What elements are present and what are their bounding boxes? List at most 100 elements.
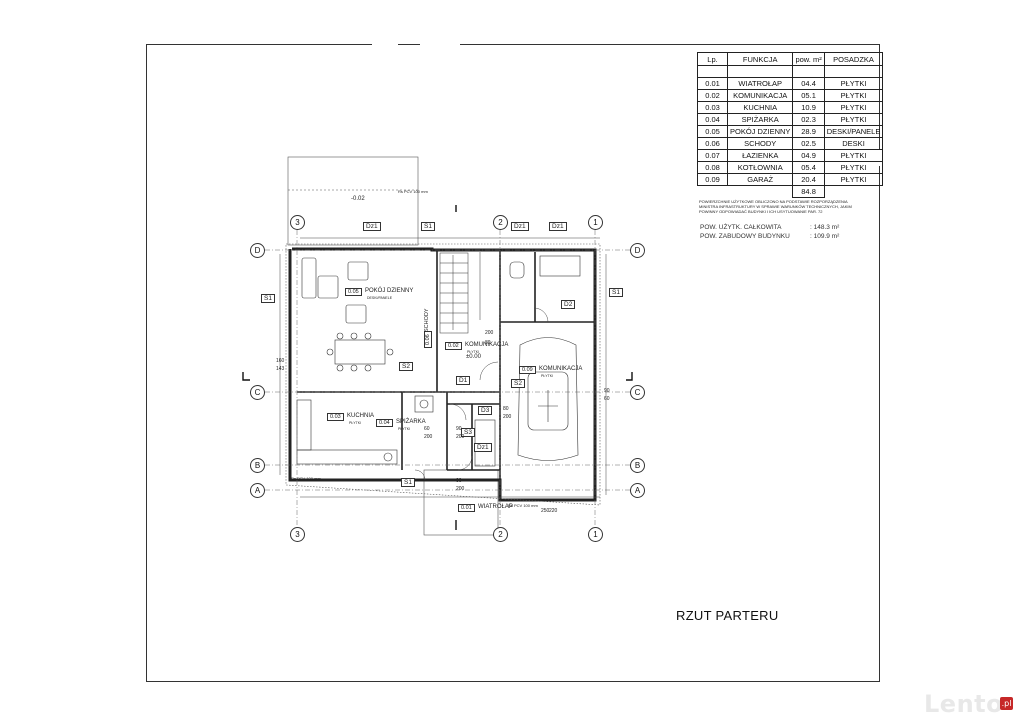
legend-cell-area: 20.4 <box>792 173 825 186</box>
dimension-text: 160 <box>276 358 285 364</box>
room-floor-finish: PŁYTKI <box>398 427 411 431</box>
area-calculation-note: POWIERZCHNIE UŻYTKOWE OBLICZONO NA PODST… <box>699 199 852 214</box>
legend-cell-area: 10.9 <box>792 101 825 114</box>
axis-bubble-top: 1 <box>588 215 603 230</box>
element-tag: S1 <box>401 478 415 487</box>
legend-cell-lp: 0.01 <box>697 77 728 90</box>
room-number: 0.09 <box>519 366 536 374</box>
dimension-text: 90 <box>456 478 462 484</box>
area-summary: POW. UŻYTK. CAŁKOWITA : 148.3 m² POW. ZA… <box>700 223 839 241</box>
axis-bubble-left: C <box>250 385 265 400</box>
terrace-level: -0.02 <box>351 196 365 202</box>
axis-bubble-right: C <box>630 385 645 400</box>
dimension-text: 200 <box>456 434 465 440</box>
legend-cell-floor: PŁYTKI <box>823 77 884 90</box>
legend-cell-function: WIATROŁAP <box>726 77 794 90</box>
drawing-title: RZUT PARTERU <box>676 608 779 623</box>
legend-cell-function: KOTŁOWNIA <box>726 161 794 174</box>
room-number: 0.01 <box>458 504 475 512</box>
element-tag: Dz1 <box>474 443 492 452</box>
element-tag: D2 <box>561 300 576 309</box>
area-value: : 109.9 m² <box>810 233 840 240</box>
legend-cell-function: GARAŻ <box>726 173 794 186</box>
legend-header-lp: Lp. <box>697 52 728 66</box>
legend-cell-function: SCHODY <box>726 137 794 150</box>
dimension-text: 80 <box>485 340 491 346</box>
legend-cell-area: 05.4 <box>792 161 825 174</box>
floor-level: ±0.00 <box>466 354 481 360</box>
legend-cell-area: 05.1 <box>792 89 825 102</box>
room-number: 0.04 <box>376 419 393 427</box>
legend-cell-function: KUCHNIA <box>726 101 794 114</box>
axis-bubble-left: A <box>250 483 265 498</box>
dimension-text: 90 <box>456 426 462 432</box>
room-name: KOMUNIKACJA <box>465 342 509 348</box>
legend-spacer-row <box>697 65 884 78</box>
area-row: POW. ZABUDOWY BUDYNKU : 109.9 m² <box>700 232 839 241</box>
legend-cell-floor: PŁYTKI <box>823 113 884 126</box>
element-tag: S1 <box>421 222 435 231</box>
room-floor-finish: DESKI/PANELE <box>367 296 393 300</box>
element-tag: D1 <box>456 376 471 385</box>
watermark-logo: Lento <box>924 690 1004 718</box>
legend-cell-floor: PŁYTKI <box>823 101 884 114</box>
dimension-text: 200 <box>424 434 433 440</box>
area-value: : 148.3 m² <box>810 224 840 231</box>
dimension-text: 143 <box>276 366 285 372</box>
legend-cell-lp: 0.02 <box>697 89 728 102</box>
border-break <box>372 43 398 46</box>
pcv-note: Rs PCV 100 mm <box>508 503 538 508</box>
legend-cell-lp: 0.09 <box>697 173 728 186</box>
legend-cell-floor: PŁYTKI <box>823 149 884 162</box>
room-name: WIATROŁAP <box>478 504 513 510</box>
legend-cell-lp: 0.06 <box>697 137 728 150</box>
element-tag: S3 <box>461 428 475 437</box>
dimension-text: 90 <box>604 388 610 394</box>
legend-cell-lp: 0.04 <box>697 113 728 126</box>
legend-cell-floor: PŁYTKI <box>823 89 884 102</box>
element-tag: S1 <box>609 288 623 297</box>
axis-bubble-top: 2 <box>493 215 508 230</box>
area-row: POW. UŻYTK. CAŁKOWITA : 148.3 m² <box>700 223 839 232</box>
element-tag: S1 <box>261 294 275 303</box>
element-tag: Dz1 <box>363 222 381 231</box>
legend-cell-function: POKÓJ DZIENNY <box>726 125 794 138</box>
room-name: SPIŻARKA <box>396 419 426 425</box>
dimension-text: 200 <box>485 330 494 336</box>
room-name: KOMUNIKACJA <box>539 366 583 372</box>
element-tag: S2 <box>511 379 525 388</box>
legend-cell-floor: DESKI <box>823 137 884 150</box>
legend-cell-area: 28.9 <box>792 125 825 138</box>
room-name: KUCHNIA <box>347 413 375 419</box>
legend-header-function: FUNKCJA <box>726 52 794 66</box>
dimension-text: 80 <box>503 406 509 412</box>
legend-cell-lp: 0.07 <box>697 149 728 162</box>
legend-header-area: pow. m² <box>792 52 825 66</box>
dimension-text: 60 <box>604 396 610 402</box>
legend-total-row: 84.8 <box>698 185 883 198</box>
dimension-text: 60 <box>424 426 430 432</box>
legend-cell-lp: 0.03 <box>697 101 728 114</box>
area-label: POW. ZABUDOWY BUDYNKU <box>700 233 790 240</box>
element-tag: Dz1 <box>511 222 529 231</box>
legend-cell-lp: 0.08 <box>697 161 728 174</box>
room-number: 0.06 <box>424 331 432 348</box>
axis-bubble-top: 3 <box>290 215 305 230</box>
element-tag: D3 <box>478 406 493 415</box>
room-number: 0.03 <box>327 413 344 421</box>
legend-cell-area: 02.5 <box>792 137 825 150</box>
axis-bubble-bottom: 3 <box>290 527 305 542</box>
pcv-note: Rs PCV 100 mm <box>291 476 321 481</box>
room-number: 0.02 <box>445 342 462 350</box>
